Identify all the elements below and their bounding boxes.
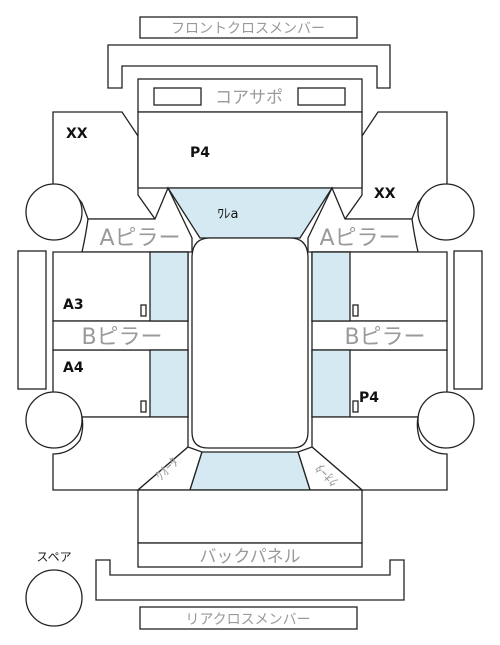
b-pillar-left[interactable]	[52, 320, 189, 351]
rear-cross-member-label: リアクロスメンバー	[185, 612, 310, 628]
left-rocker-panel[interactable]	[17, 250, 47, 390]
rear-right-quarter[interactable]	[311, 416, 448, 491]
front-right-door-handle	[352, 304, 359, 317]
front-cross-member-box[interactable]	[139, 16, 358, 39]
spare-tire[interactable]	[25, 569, 83, 627]
b-pillar-right-label: Bピラー	[344, 325, 425, 350]
rear-right-door-code: P4	[359, 390, 379, 406]
right-headlight[interactable]	[297, 87, 346, 106]
back-panel-label: バックパネル	[199, 547, 300, 567]
a-pillar-right-label: Aピラー	[319, 226, 400, 251]
rear-left-quarter[interactable]	[52, 416, 189, 491]
rear-cross-member-box[interactable]	[139, 606, 358, 630]
front-bumper[interactable]	[107, 44, 391, 89]
back-panel[interactable]	[137, 542, 363, 568]
right-rocker-panel[interactable]	[453, 250, 483, 390]
left-headlight[interactable]	[153, 87, 202, 106]
rear-left-wheel[interactable]	[25, 391, 83, 449]
windshield[interactable]	[166, 187, 334, 239]
b-pillar-right[interactable]	[311, 320, 448, 351]
roof[interactable]	[191, 237, 309, 449]
a-pillar-right[interactable]	[307, 186, 419, 253]
rear-left-door-handle	[140, 400, 147, 413]
rear-right-door-handle	[352, 400, 359, 413]
a-pillar-left-label: Aピラー	[99, 226, 180, 251]
windshield-damage-code: ﾜﾚa	[218, 207, 239, 222]
rear-right-wheel[interactable]	[417, 391, 475, 449]
front-right-wheel[interactable]	[417, 183, 475, 241]
core-support-label: コアサポ	[215, 88, 283, 108]
front-left-door-code: A3	[63, 297, 84, 313]
rear-window[interactable]	[189, 451, 311, 491]
trunk-lid[interactable]	[137, 489, 363, 544]
front-right-window[interactable]	[311, 251, 351, 322]
rear-left-window[interactable]	[149, 349, 189, 418]
rear-right-window[interactable]	[311, 349, 351, 418]
spare-label: スペア	[36, 550, 71, 564]
front-left-fender-code: XX	[66, 126, 88, 142]
b-pillar-left-label: Bピラー	[81, 325, 162, 350]
rear-left-door-code: A4	[63, 360, 84, 376]
a-pillar-left[interactable]	[81, 186, 193, 253]
front-cross-member-label: フロントクロスメンバー	[171, 21, 325, 37]
front-right-fender-code: XX	[374, 186, 396, 202]
hood-code: P4	[190, 145, 210, 161]
front-left-door-handle	[140, 304, 147, 317]
front-left-window[interactable]	[149, 251, 189, 322]
rear-bumper[interactable]	[95, 559, 405, 601]
hood[interactable]	[137, 111, 363, 189]
front-left-wheel[interactable]	[25, 183, 83, 241]
